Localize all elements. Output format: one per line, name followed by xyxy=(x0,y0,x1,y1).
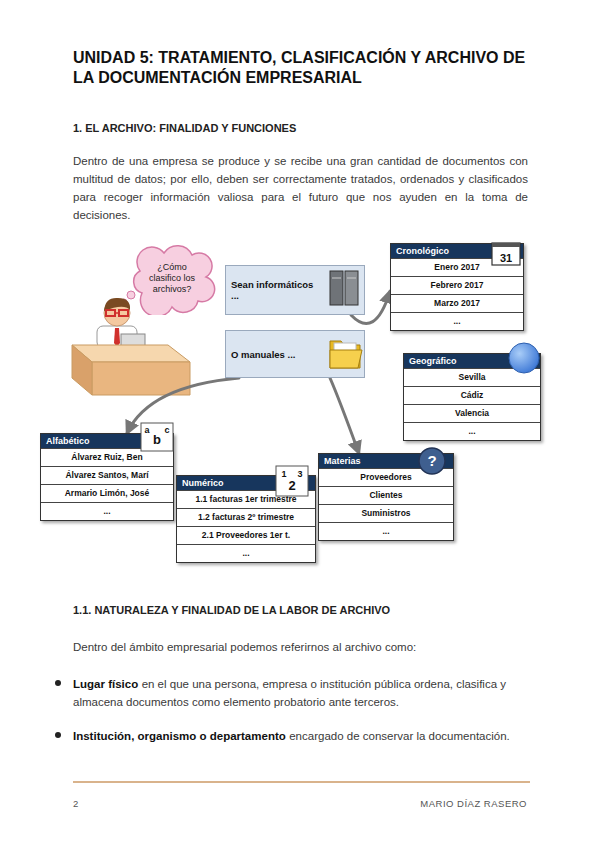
panel-row: ... xyxy=(404,422,540,440)
panel-row: Valencia xyxy=(404,404,540,422)
graphic-part xyxy=(345,271,358,305)
box-text: O manuales ... xyxy=(231,349,295,360)
thought-bubble-dot xyxy=(127,291,135,299)
body-paragraph: Dentro de una empresa se produce y se re… xyxy=(73,152,528,224)
panel-row: Clientes xyxy=(319,486,453,504)
panel-row: Álvarez Santos, Marí xyxy=(41,466,173,484)
icon-number: 1 xyxy=(279,469,289,479)
bullet-term: Institución, organismo o departamento xyxy=(73,730,286,742)
calendar-number: 31 xyxy=(492,247,520,265)
page-number: 2 xyxy=(73,798,113,810)
cloud-text: ¿Cómo clasifico los archivos? xyxy=(144,262,200,295)
bullet-text: encargado de conservar la documentación. xyxy=(289,730,510,742)
icon-number: 2 xyxy=(285,479,299,493)
option-box: Sean informáticos ... xyxy=(225,265,365,315)
globe-icon xyxy=(509,343,539,373)
panel-row: Cádiz xyxy=(404,386,540,404)
graphic-part xyxy=(330,271,343,305)
icon-letter: a xyxy=(142,425,152,435)
bullet-dot xyxy=(55,680,61,686)
panel-row: Febrero 2017 xyxy=(391,276,523,294)
icon-number: 3 xyxy=(295,469,305,479)
alphabet-icon xyxy=(141,423,173,451)
desk-side xyxy=(72,345,92,395)
glasses xyxy=(119,310,128,316)
glasses xyxy=(106,310,115,316)
panel-row: 2.1 Proveedores 1er t. xyxy=(177,526,315,544)
panel-row: Suministros xyxy=(319,504,453,522)
section-heading: 1.1. NATURALEZA Y FINALIDAD DE LA LABOR … xyxy=(73,603,528,617)
panel-row: 1.2 facturas 2º trimestre xyxy=(177,508,315,526)
icon-symbol: ? xyxy=(424,452,440,470)
footer-rule xyxy=(73,781,530,783)
body-paragraph: Dentro del ámbito empresarial podemos re… xyxy=(73,638,528,656)
icon-letter: c xyxy=(162,425,172,435)
footer-author: MARIO DÍAZ RASERO xyxy=(327,798,527,810)
panel-row: ... xyxy=(177,544,315,562)
panel-row: ... xyxy=(391,312,523,330)
graphic-part xyxy=(492,243,520,265)
graphic-part xyxy=(330,350,362,368)
panel-row: ... xyxy=(41,502,173,520)
graphic-part xyxy=(347,278,356,279)
bullet-dot xyxy=(55,732,61,738)
panel-row: ... xyxy=(319,522,453,540)
desk-front xyxy=(92,362,190,395)
graphic-part xyxy=(492,243,520,247)
bullet-term: Lugar físico xyxy=(73,678,138,690)
tie xyxy=(114,328,120,347)
icon-letter: b xyxy=(150,433,164,447)
curved-arrow xyxy=(330,378,359,453)
box-text: Sean informáticos ... xyxy=(231,279,318,301)
bullet-item: Institución, organismo o departamentoenc… xyxy=(73,727,528,745)
number-icon xyxy=(276,466,308,496)
panel-row: Armario Limón, José xyxy=(41,484,173,502)
graphic-part xyxy=(509,343,539,373)
graphic-part xyxy=(332,278,341,279)
bullet-item: Lugar físicoen el que una persona, empre… xyxy=(73,675,528,711)
calendar-icon xyxy=(492,243,520,265)
thought-cloud: ¿Cómo clasifico los archivos? xyxy=(128,241,216,315)
panel-row: Marzo 2017 xyxy=(391,294,523,312)
question-icon xyxy=(419,448,445,474)
section-heading: 1. EL ARCHIVO: FINALIDAD Y FUNCIONES xyxy=(73,121,528,135)
folder-icon xyxy=(330,341,362,368)
glasses xyxy=(115,312,119,314)
graphic-part xyxy=(134,246,215,315)
page-title: UNIDAD 5: TRATAMIENTO, CLASIFICACIÓN Y A… xyxy=(73,48,533,88)
